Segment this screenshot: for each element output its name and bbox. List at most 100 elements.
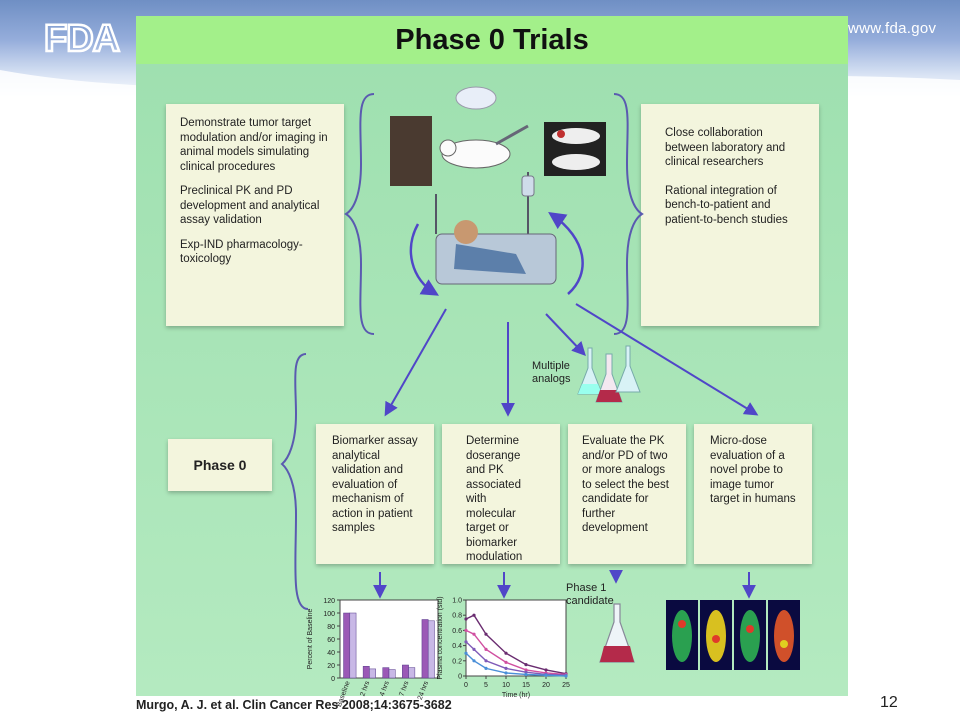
step-box-doserange: Determine doserange and PK associated wi… [442,424,560,564]
syringe [495,124,529,146]
line-point [472,613,476,617]
bar-y-tick-label: 120 [323,598,335,605]
bar-y-axis-label: Percent of Baseline [307,609,314,670]
line-point [472,632,476,636]
line-y-axis-label: Plasma concentration (std) [437,596,444,679]
cycle-arrow-left [409,223,439,296]
bar [402,664,409,679]
line-point [544,668,548,672]
line-y-tick-label: 1.0 [452,598,462,605]
line-point [484,632,488,636]
arrow-to-biomarker [384,308,447,417]
bar [421,619,429,679]
bar [408,667,416,679]
line-point [504,671,508,675]
line-y-tick-label: 0 [458,674,462,681]
bar-y-tick-label: 40 [327,650,335,657]
line-point [472,659,476,663]
bar-y-tick-label: 0 [331,676,335,683]
phase-1-candidate-label: Phase 1 candidate [566,582,614,607]
line-y-tick-label: 0.2 [452,658,462,665]
right-brace [613,93,644,335]
preclinical-item: Exp-IND pharmacology-toxicology [180,238,303,266]
phase-0-label: Phase 0 [193,456,247,473]
phase-0-brace [280,353,309,610]
line-point [524,663,528,667]
step-box-biomarker: Biomarker assay analytical validation an… [316,424,434,564]
phase-0-box: Phase 0 [168,439,272,491]
line-point [484,647,488,651]
step-text: Determine doserange and PK associated wi… [466,435,523,563]
preclinical-item: Preclinical PK and PD development and an… [180,185,320,226]
line-point [472,647,476,651]
diagram-graphics [280,86,800,670]
bar-y-tick-label: 80 [327,624,335,631]
slide-title: Phase 0 Trials [395,23,589,56]
arrow-to-analogs [545,313,586,357]
bar-plot-area [339,599,439,679]
line-point [484,659,488,663]
bar [343,612,351,679]
fda-url[interactable]: www.fda.gov [848,20,937,37]
collaboration-box: Close collaboration between laboratory a… [641,104,819,326]
line-point [524,670,528,674]
arrow-to-microdose [575,303,759,416]
line-x-axis-label: Time (hr) [502,692,530,699]
line-x-tick-label: 15 [522,682,530,689]
line-x-tick-label: 0 [464,682,468,689]
citation: Murgo, A. J. et al. Clin Cancer Res 2008… [136,698,452,712]
tissue-photo [390,116,432,186]
step-box-microdose: Micro-dose evaluation of a novel probe t… [694,424,812,564]
line-point [464,651,468,655]
svg-text:FDA: FDA [44,18,120,60]
preclinical-item: Demonstrate tumor target modulation and/… [180,117,328,173]
pet-scan-images [666,600,800,670]
step-text: Evaluate the PK and/or PD of two or more… [582,435,669,534]
preclinical-box: Demonstrate tumor target modulation and/… [166,104,344,326]
bar [382,667,390,679]
bar [427,620,435,679]
line-point [524,672,528,677]
title-bar: Phase 0 Trials [136,16,848,64]
step-box-analogs: Evaluate the PK and/or PD of two or more… [568,424,686,564]
bar-x-tick-label: 2 hrs [359,680,371,697]
collaboration-item: Close collaboration between laboratory a… [665,127,786,168]
bar [369,668,376,679]
bar-y-tick-label: 20 [327,663,335,670]
fda-logo: FDA [43,17,122,62]
bar [362,666,370,679]
step-text: Biomarker assay analytical validation an… [332,435,418,534]
bar [388,669,396,679]
multiple-analogs-label: Multiple analogs [532,360,571,385]
patient-illustration [435,172,557,285]
line-x-tick-label: 25 [562,682,570,689]
line-point [464,617,468,621]
line-point [484,666,488,670]
bar [349,612,357,679]
bar-x-tick-label: 4 hrs [379,680,391,697]
line-x-tick-label: 5 [484,682,488,689]
line-x-tick-label: 20 [542,682,550,689]
page-number: 12 [880,694,898,711]
step-text: Micro-dose evaluation of a novel probe t… [710,435,796,505]
line-plot-area [465,599,567,677]
bar-x-tick-label: 7 hrs [399,680,411,697]
line-point [504,660,508,664]
line-point [504,666,508,670]
line-point [504,651,508,655]
line-y-tick-label: 0.8 [452,613,462,620]
line-point [564,674,568,678]
figure-panel: Phase 0 Trials Demonstrate tumor target … [136,16,848,708]
flasks-illustration [577,345,641,403]
petri-dish [455,86,497,110]
line-x-tick-label: 10 [502,682,510,689]
line-point [464,640,468,644]
diagram-panel: Demonstrate tumor target modulation and/… [136,64,848,708]
line-point [524,668,528,672]
cycle-arrow-right [548,212,584,295]
bar-y-tick-label: 100 [323,611,335,618]
line-point [544,673,548,677]
bar-y-tick-label: 60 [327,637,335,644]
line-y-tick-label: 0.4 [452,643,462,650]
